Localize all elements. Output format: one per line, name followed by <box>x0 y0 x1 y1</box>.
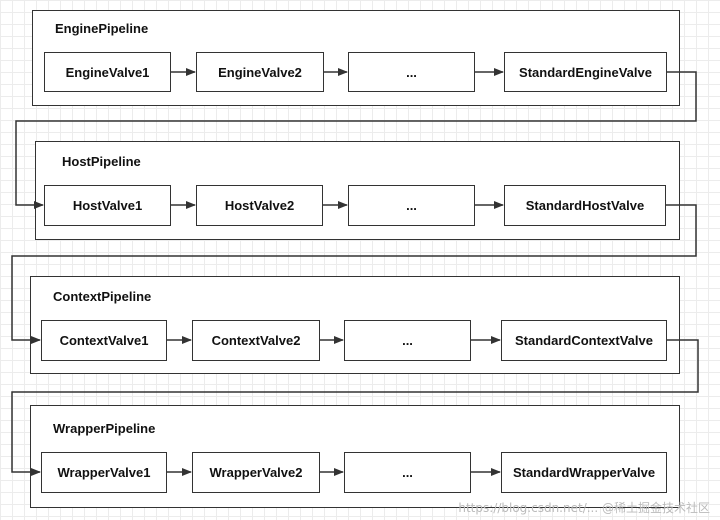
standard-engine-valve: StandardEngineValve <box>504 52 667 92</box>
host-valve-ellipsis: ... <box>348 185 475 226</box>
context-valve-ellipsis: ... <box>344 320 471 361</box>
engine-valve-ellipsis: ... <box>348 52 475 92</box>
engine-valve-1: EngineValve1 <box>44 52 171 92</box>
standard-wrapper-valve: StandardWrapperValve <box>501 452 667 493</box>
context-valve-2: ContextValve2 <box>192 320 320 361</box>
wrapper-valve-2: WrapperValve2 <box>192 452 320 493</box>
standard-context-valve: StandardContextValve <box>501 320 667 361</box>
context-valve-1: ContextValve1 <box>41 320 167 361</box>
host-valve-1: HostValve1 <box>44 185 171 226</box>
context-pipeline-title: ContextPipeline <box>53 289 152 304</box>
engine-pipeline-title: EnginePipeline <box>55 21 149 36</box>
host-pipeline-title: HostPipeline <box>62 154 141 169</box>
wrapper-valve-1: WrapperValve1 <box>41 452 167 493</box>
standard-host-valve: StandardHostValve <box>504 185 666 226</box>
watermark: https://blog.csdn.net/... @稀土掘金技术社区 <box>458 501 710 515</box>
wrapper-valve-ellipsis: ... <box>344 452 471 493</box>
engine-valve-2: EngineValve2 <box>196 52 324 92</box>
wrapper-pipeline-title: WrapperPipeline <box>53 421 156 436</box>
host-valve-2: HostValve2 <box>196 185 323 226</box>
